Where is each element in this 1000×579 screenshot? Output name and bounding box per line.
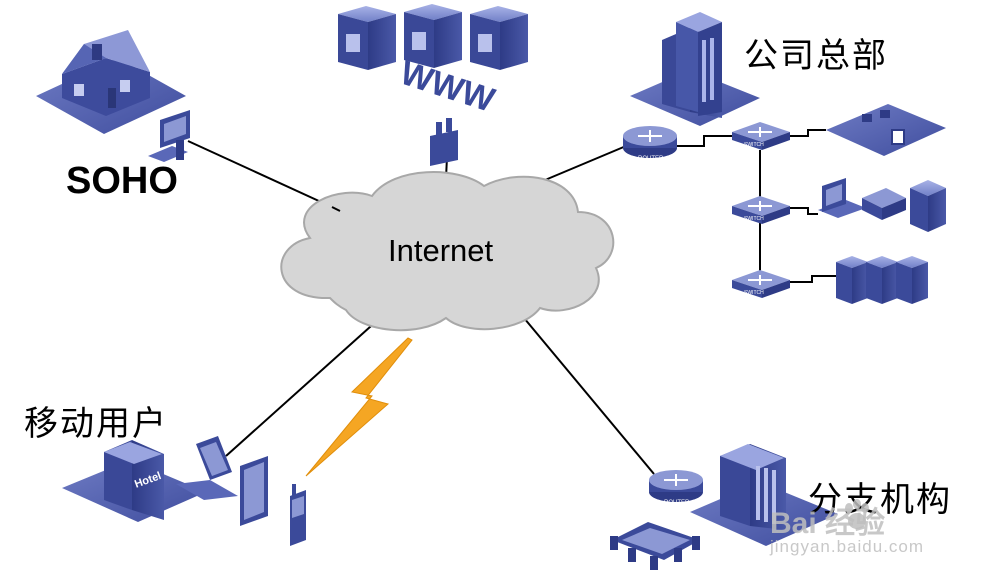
link-router-switch [676,135,734,147]
hq-office-devices-icon [818,178,946,232]
cloud-overlap [331,206,341,212]
link-mobile [225,317,381,457]
link-soho [187,140,333,208]
switch-tag: SWITCH [744,142,764,148]
internet-cloud [280,171,615,332]
router-tag: ROUTER [638,156,664,162]
hq-switch-3-icon: SWITCH [732,270,790,298]
hq-server-racks-icon [836,256,928,304]
tablet-icon [240,456,268,526]
hq-switch-2-icon: SWITCH [732,196,790,224]
wireless-lightning-icon [305,337,413,477]
web-servers-icon: WWW [338,4,528,166]
link-switch-office [788,207,818,215]
hq-building-icon [630,12,760,126]
headquarters-label: 公司总部 [744,36,888,76]
soho-house-icon [36,30,186,134]
meeting-room-icon [610,522,700,570]
router-tag: ROUTER [664,500,690,506]
baidu-paw-icon [845,499,869,529]
hq-switch-1-icon: SWITCH [732,122,790,150]
hq-lab-icon [826,104,946,156]
switch-tag: SWITCH [744,290,764,296]
switch-tag: SWITCH [744,216,764,222]
mobile-phone-icon [290,484,306,546]
soho-label: SOHO [66,160,178,202]
laptop-icon [176,436,238,500]
mobile-users-label: 移动用户 [24,404,168,444]
link-branch [523,317,655,475]
branch-router-icon: ROUTER [649,470,703,506]
soho-computer-icon [148,110,190,162]
watermark-url: jingyan.baidu.com [770,537,925,556]
hotel-building-icon: Hotel [62,440,206,522]
branch-building-icon [690,444,838,546]
link-switch-lab [790,129,826,137]
link-switch-servers [790,275,836,283]
branch-office-label: 分支机构 [808,480,952,520]
internet-label: Internet [388,233,494,268]
hq-router-icon: ROUTER [623,126,677,162]
